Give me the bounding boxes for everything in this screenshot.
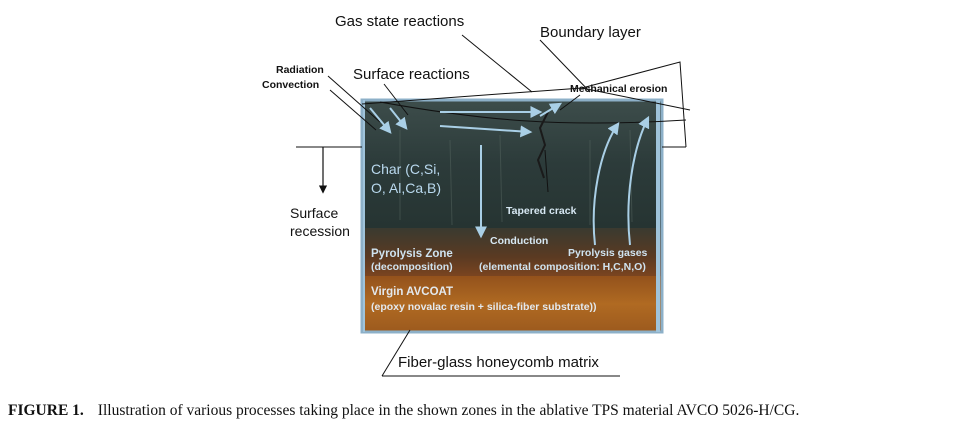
char-label-line1: Char (C,Si, xyxy=(371,161,440,177)
convection-label: Convection xyxy=(262,79,319,91)
char-label-line2: O, Al,Ca,B) xyxy=(371,180,441,196)
flow-arrows xyxy=(369,102,650,246)
honeycomb-label: Fiber-glass honeycomb matrix xyxy=(398,354,599,371)
decomposition-label: (decomposition) xyxy=(371,261,453,273)
material-frame xyxy=(360,98,664,334)
surface-label: Surface xyxy=(290,205,338,221)
recession-label: recession xyxy=(290,223,350,239)
pyrolysis-zone-label: Pyrolysis Zone xyxy=(371,248,453,260)
pyrolysis-zone xyxy=(362,228,662,276)
pyrolysis-gases-label: Pyrolysis gases xyxy=(568,247,648,259)
char-zone xyxy=(362,100,662,228)
boundary-lines xyxy=(296,34,691,377)
gas-state-reactions-label: Gas state reactions xyxy=(335,13,464,30)
conduction-label: Conduction xyxy=(490,235,548,247)
mechanical-erosion-label: Mechanical erosion xyxy=(570,83,667,95)
caption-text: Illustration of various processes taking… xyxy=(97,402,800,419)
figure-number: FIGURE 1. xyxy=(8,402,84,419)
tapered-crack xyxy=(536,111,549,179)
boundary-layer-label: Boundary layer xyxy=(540,24,641,41)
epoxy-label: (epoxy novalac resin + silica-fiber subs… xyxy=(371,301,597,313)
surface-reactions-label: Surface reactions xyxy=(353,66,470,83)
figure-caption: FIGURE 1. Illustration of various process… xyxy=(8,402,952,420)
virgin-avcoat-label: Virgin AVCOAT xyxy=(371,286,453,298)
virgin-zone xyxy=(362,276,662,332)
radiation-label: Radiation xyxy=(276,64,324,76)
tapered-crack-label: Tapered crack xyxy=(506,205,577,217)
elemental-composition-label: (elemental composition: H,C,N,O) xyxy=(479,261,646,273)
